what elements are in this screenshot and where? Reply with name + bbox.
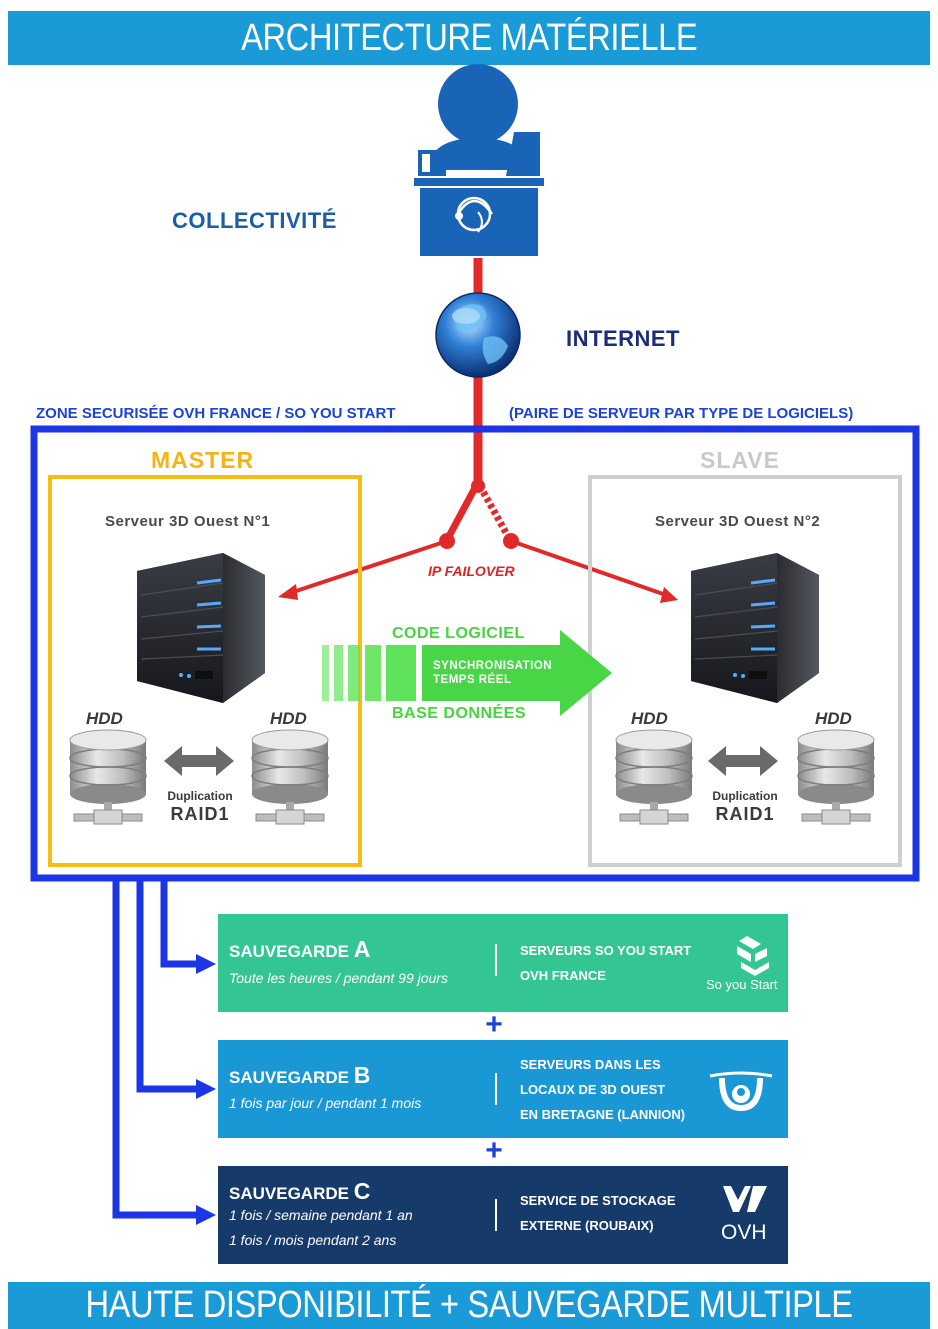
- zone-right-label: (PAIRE DE SERVEUR PAR TYPE DE LOGICIELS): [509, 405, 854, 422]
- zone-left-label: ZONE SECURISÉE OVH FRANCE / SO YOU START: [36, 405, 396, 422]
- backup-arrowheads: [196, 954, 216, 1225]
- slave-hdd-left-label: HDD: [631, 709, 668, 728]
- master-title: MASTER: [151, 447, 255, 473]
- sync-line2: TEMPS RÉEL: [433, 674, 512, 686]
- master-duplication-label: Duplication: [167, 789, 233, 803]
- red-link-master-branch: [443, 484, 480, 542]
- backup-a-desc: Toute les heures / pendant 99 jours: [229, 970, 448, 986]
- backup-a-panel: SAUVEGARDE A Toute les heures / pendant …: [218, 914, 788, 1012]
- server-tower-icon: [137, 553, 265, 703]
- sync-bottom-label: BASE DONNÉES: [392, 705, 527, 722]
- secure-zone-box: [30, 425, 920, 882]
- header-banner: ARCHITECTURE MATÉRIELLE: [8, 11, 930, 65]
- hdd-disk-icon: [797, 729, 875, 825]
- sync-arrow-icon: [322, 630, 612, 716]
- backup-c-panel: SAUVEGARDE C 1 fois / semaine pendant 1 …: [218, 1166, 788, 1264]
- backup-c-info-2: EXTERNE (ROUBAIX): [520, 1218, 654, 1233]
- slave-hdd-right-label: HDD: [815, 709, 852, 728]
- hdd-disk-icon: [615, 729, 693, 825]
- internet-globe-icon: [435, 292, 521, 378]
- backup-c-info-1: SERVICE DE STOCKAGE: [520, 1193, 676, 1208]
- internet-label: INTERNET: [566, 326, 680, 351]
- separator: [495, 1073, 497, 1105]
- so-you-start-logo-icon: [737, 936, 769, 976]
- backup-b-info-3: EN BRETAGNE (LANNION): [520, 1107, 686, 1122]
- slave-server-name: Serveur 3D Ouest N°2: [655, 513, 821, 530]
- 3d-ouest-logo-icon: [709, 1071, 773, 1112]
- slave-title: SLAVE: [700, 447, 780, 473]
- page-title: ARCHITECTURE MATÉRIELLE: [240, 16, 698, 59]
- red-link-slave-branch: [476, 484, 514, 542]
- double-arrow-icon: [164, 746, 234, 776]
- arrow-to-master-head: [278, 584, 298, 600]
- ovh-logo-icon: [723, 1186, 767, 1212]
- backup-a-info-2: OVH FRANCE: [520, 968, 606, 983]
- backup-b-desc: 1 fois par jour / pendant 1 mois: [229, 1095, 422, 1111]
- backup-b-info-2: LOCAUX DE 3D OUEST: [520, 1082, 666, 1097]
- master-server-name: Serveur 3D Ouest N°1: [105, 513, 271, 530]
- sync-top-label: CODE LOGICIEL: [392, 625, 525, 642]
- sync-line1: SYNCHRONISATION: [433, 660, 553, 672]
- slave-duplication-label: Duplication: [712, 789, 778, 803]
- hdd-disk-icon: [251, 729, 329, 825]
- plus-sign: +: [485, 1134, 503, 1167]
- footer-title: HAUTE DISPONIBILITÉ + SAUVEGARDE MULTIPL…: [85, 1284, 853, 1326]
- ip-failover-label: IP FAILOVER: [428, 563, 515, 579]
- client-label: COLLECTIVITÉ: [172, 208, 337, 233]
- backup-c-title: SAUVEGARDE C: [229, 1178, 371, 1204]
- master-hdd-right-label: HDD: [270, 709, 307, 728]
- plus-sign: +: [485, 1008, 503, 1041]
- slave-raid-label: RAID1: [715, 804, 775, 824]
- so-you-start-logo-text: So you Start: [706, 977, 778, 992]
- master-raid-label: RAID1: [170, 804, 230, 824]
- footer-banner: HAUTE DISPONIBILITÉ + SAUVEGARDE MULTIPL…: [8, 1282, 930, 1329]
- double-arrow-icon: [708, 746, 778, 776]
- arrow-to-slave-head: [660, 587, 678, 603]
- backup-c-desc-1: 1 fois / semaine pendant 1 an: [229, 1207, 413, 1223]
- hdd-disk-icon: [69, 729, 147, 825]
- ovh-logo-text: OVH: [721, 1221, 767, 1244]
- separator: [495, 1199, 497, 1231]
- separator: [495, 944, 497, 976]
- user-desk-icon: [414, 64, 544, 256]
- backup-b-panel: SAUVEGARDE B 1 fois par jour / pendant 1…: [218, 1040, 788, 1138]
- backup-a-title: SAUVEGARDE A: [229, 936, 371, 962]
- backup-c-desc-2: 1 fois / mois pendant 2 ans: [229, 1232, 397, 1248]
- arrow-to-master: [289, 539, 448, 595]
- server-tower-icon: [691, 553, 819, 703]
- backup-b-info-1: SERVEURS DANS LES: [520, 1057, 661, 1072]
- backup-connectors: [112, 878, 200, 1219]
- master-hdd-left-label: HDD: [86, 709, 123, 728]
- backup-b-title: SAUVEGARDE B: [229, 1062, 371, 1088]
- backup-a-info-1: SERVEURS SO YOU START: [520, 943, 692, 958]
- red-junction: [471, 479, 485, 493]
